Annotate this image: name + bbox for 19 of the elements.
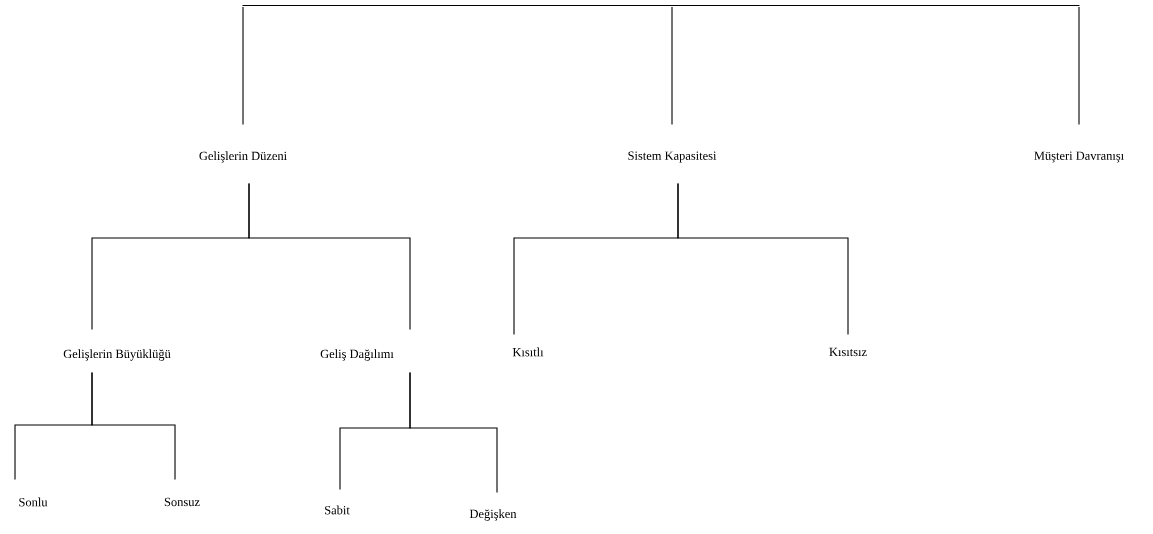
category-label: Müşteri Davranışı bbox=[1034, 151, 1124, 163]
connector-line bbox=[91, 372, 176, 480]
category-label: Sabit bbox=[325, 505, 350, 515]
category-label: Sistem Kapasitesi bbox=[628, 151, 717, 163]
category-label: Geliş Dağılımı bbox=[320, 349, 394, 361]
category-label: Sonsuz bbox=[164, 497, 200, 507]
connector-line bbox=[671, 6, 673, 125]
category-label: Değişken bbox=[469, 509, 517, 521]
category-label: Kısıtsız bbox=[829, 347, 867, 357]
connector-line bbox=[409, 372, 498, 493]
connector-line bbox=[248, 183, 411, 330]
connector-line bbox=[1078, 6, 1080, 125]
category-label: Sonlu bbox=[19, 497, 48, 507]
category-label: Kısıtlı bbox=[512, 347, 544, 357]
bracket-bar bbox=[242, 4, 1080, 7]
category-label: Gelişlerin Büyüklüğü bbox=[63, 349, 171, 361]
connector-line bbox=[242, 6, 244, 125]
connector-line bbox=[677, 183, 849, 335]
category-label: Gelişlerin Düzeni bbox=[199, 151, 287, 163]
